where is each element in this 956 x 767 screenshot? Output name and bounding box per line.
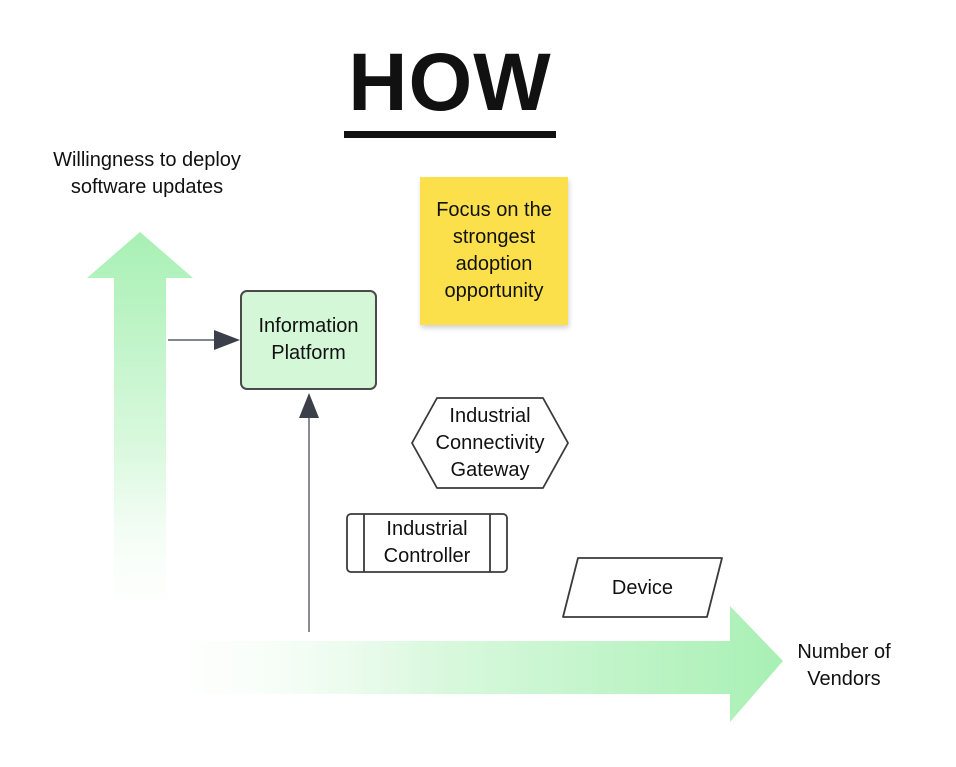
page-title: HOW xyxy=(348,37,552,128)
sticky-note-text: Focus on the strongest adoption opportun… xyxy=(436,199,552,302)
information-platform-label: Information Platform xyxy=(258,315,359,364)
device-node[interactable]: Device xyxy=(563,558,722,618)
information-platform-node[interactable]: Information Platform xyxy=(240,290,377,390)
sticky-note[interactable]: Focus on the strongest adoption opportun… xyxy=(420,177,568,325)
device-parallelogram xyxy=(562,557,723,618)
device-label: Device xyxy=(611,576,674,599)
gateway-node[interactable]: Industrial Connectivity Gateway xyxy=(412,398,568,488)
gateway-label: Industrial Connectivity Gateway xyxy=(435,404,545,481)
x-axis-label: Number of Vendors xyxy=(797,641,891,690)
controller-label: Industrial Controller xyxy=(383,518,471,567)
title-underline xyxy=(344,131,556,138)
x-axis-arrow xyxy=(127,606,783,722)
gateway-hexagon xyxy=(411,397,569,489)
y-axis-label: Willingness to deploy software updates xyxy=(53,149,241,198)
controller-node[interactable]: Industrial Controller xyxy=(364,514,490,572)
y-axis-arrow xyxy=(87,232,193,640)
controller-box xyxy=(346,513,508,573)
connector-arrowhead-right xyxy=(214,330,240,350)
connector-arrowhead-up xyxy=(299,393,319,418)
